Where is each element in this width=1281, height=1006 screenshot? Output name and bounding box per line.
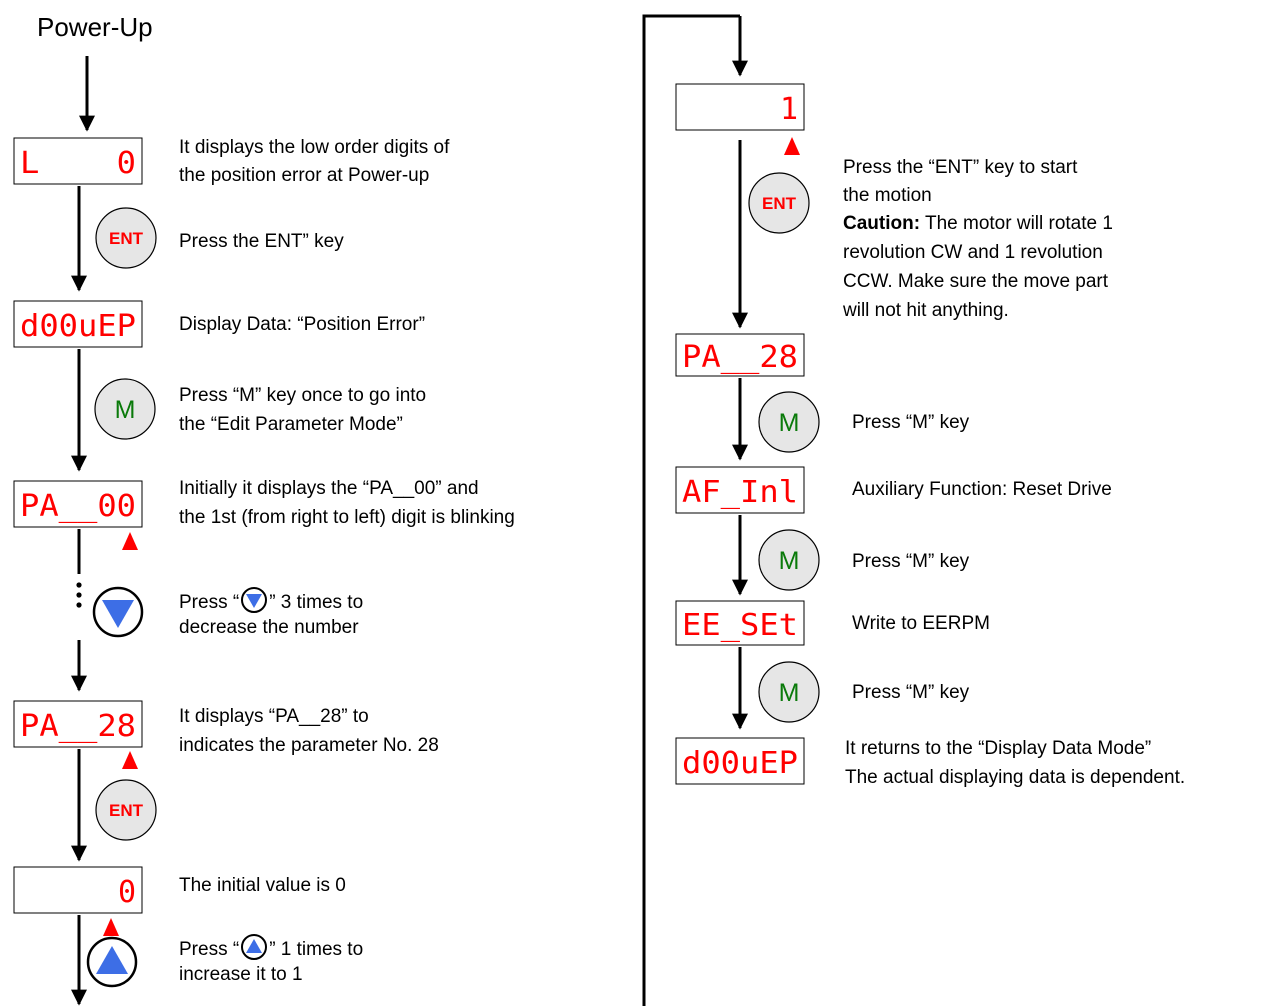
step-text: Press “M” key (852, 412, 970, 433)
blink-marker-icon (122, 751, 138, 769)
display-eeset-text: EE_SEt (682, 608, 798, 643)
display-l0-text: L 0 (20, 146, 136, 181)
m-key-button[interactable]: M (94, 378, 156, 440)
step-text: Press “ ” 1 times to (179, 933, 363, 963)
up-arrow-key-icon (96, 946, 128, 974)
display-pa28-text: PA__28 (20, 709, 136, 744)
step-text: increase it to 1 (179, 964, 303, 985)
caution-text: will not hit anything. (843, 300, 1009, 321)
m-key-button[interactable]: M (758, 391, 820, 453)
display-d00uep2 (675, 737, 805, 785)
display-val0-text: 0 (118, 875, 136, 910)
display-d00uep2-text: d00uEP (682, 746, 798, 781)
step-text-part: ” 3 times to (269, 592, 364, 613)
up-arrow-key-button[interactable] (86, 936, 138, 988)
step-text: Press the “ENT” key to start (843, 157, 1078, 178)
caution-text: Caution: The motor will rotate 1 (843, 211, 1113, 237)
up-arrow-key-icon (241, 934, 268, 960)
ent-key-label: ENT (762, 194, 797, 213)
step-text: Auxiliary Function: Reset Drive (852, 479, 1112, 500)
blink-marker-icon (122, 532, 138, 550)
m-key-label: M (779, 409, 800, 437)
step-text: decrease the number (179, 617, 359, 638)
continuation-dot (76, 582, 82, 588)
down-arrow-key-icon (102, 600, 134, 628)
step-text: the motion (843, 185, 932, 206)
display-afinl (675, 466, 805, 514)
display-pa00 (13, 480, 143, 528)
caution-label: Caution: (843, 213, 921, 234)
display-l0 (13, 137, 143, 185)
display-val1 (675, 83, 805, 131)
display-pa28b-text: PA__28 (682, 340, 798, 375)
step-text: It displays “PA__28” to (179, 706, 369, 727)
step-text-part: Press “ (179, 939, 240, 960)
step-text: Press “M” key (852, 682, 970, 703)
ent-key-label: ENT (109, 229, 144, 248)
caution-text: revolution CW and 1 revolution (843, 242, 1103, 263)
display-d00uep (13, 300, 143, 348)
page-title: Power-Up (37, 12, 153, 42)
display-pa28b (675, 333, 805, 377)
display-pa28 (13, 700, 143, 748)
display-val0 (13, 866, 143, 914)
continuation-dot (76, 602, 82, 608)
display-afinl-text: AF_Inl (682, 475, 798, 510)
ent-key-button[interactable]: ENT (95, 207, 157, 269)
step-text: Display Data: “Position Error” (179, 314, 426, 335)
step-text: It returns to the “Display Data Mode” (845, 738, 1152, 759)
down-arrow-key-button[interactable] (92, 586, 144, 638)
step-text: The initial value is 0 (179, 875, 346, 896)
step-text-part: ” 1 times to (269, 939, 364, 960)
display-d00uep-text: d00uEP (20, 309, 136, 344)
ent-key-button[interactable]: ENT (95, 779, 157, 841)
step-text: Press the ENT” key (179, 231, 344, 252)
step-text: indicates the parameter No. 28 (179, 735, 439, 756)
ent-key-button[interactable]: ENT (748, 172, 810, 234)
step-text: It displays the low order digits of (179, 137, 450, 158)
display-eeset (675, 600, 805, 646)
m-key-button[interactable]: M (758, 661, 820, 723)
m-key-label: M (779, 547, 800, 575)
step-text: Press “ ” 3 times to (179, 586, 363, 616)
step-text: Press “M” key once to go into (179, 385, 427, 406)
step-text-part: Press “ (179, 592, 240, 613)
blink-marker-icon (103, 918, 119, 936)
step-text: Write to EERPM (852, 613, 990, 634)
m-key-label: M (115, 396, 136, 424)
step-text: Press “M” key (852, 551, 970, 572)
m-key-button[interactable]: M (758, 529, 820, 591)
caution-text: CCW. Make sure the move part (843, 271, 1109, 292)
step-text: the “Edit Parameter Mode” (179, 414, 403, 435)
blink-marker-icon (784, 137, 800, 155)
step-text: The actual displaying data is dependent. (845, 767, 1186, 788)
down-arrow-key-icon (241, 587, 268, 613)
m-key-label: M (779, 679, 800, 707)
step-text: the position error at Power-up (179, 165, 430, 186)
display-pa00-text: PA__00 (20, 489, 136, 524)
step-text: the 1st (from right to left) digit is bl… (179, 507, 515, 528)
ent-key-label: ENT (109, 801, 144, 820)
continuation-dot (76, 592, 82, 598)
column-connector-line (642, 14, 740, 1006)
step-text: Initially it displays the “PA__00” and (179, 478, 479, 499)
display-val1-text: 1 (780, 92, 798, 127)
caution-text-part: The motor will rotate 1 (920, 213, 1113, 234)
